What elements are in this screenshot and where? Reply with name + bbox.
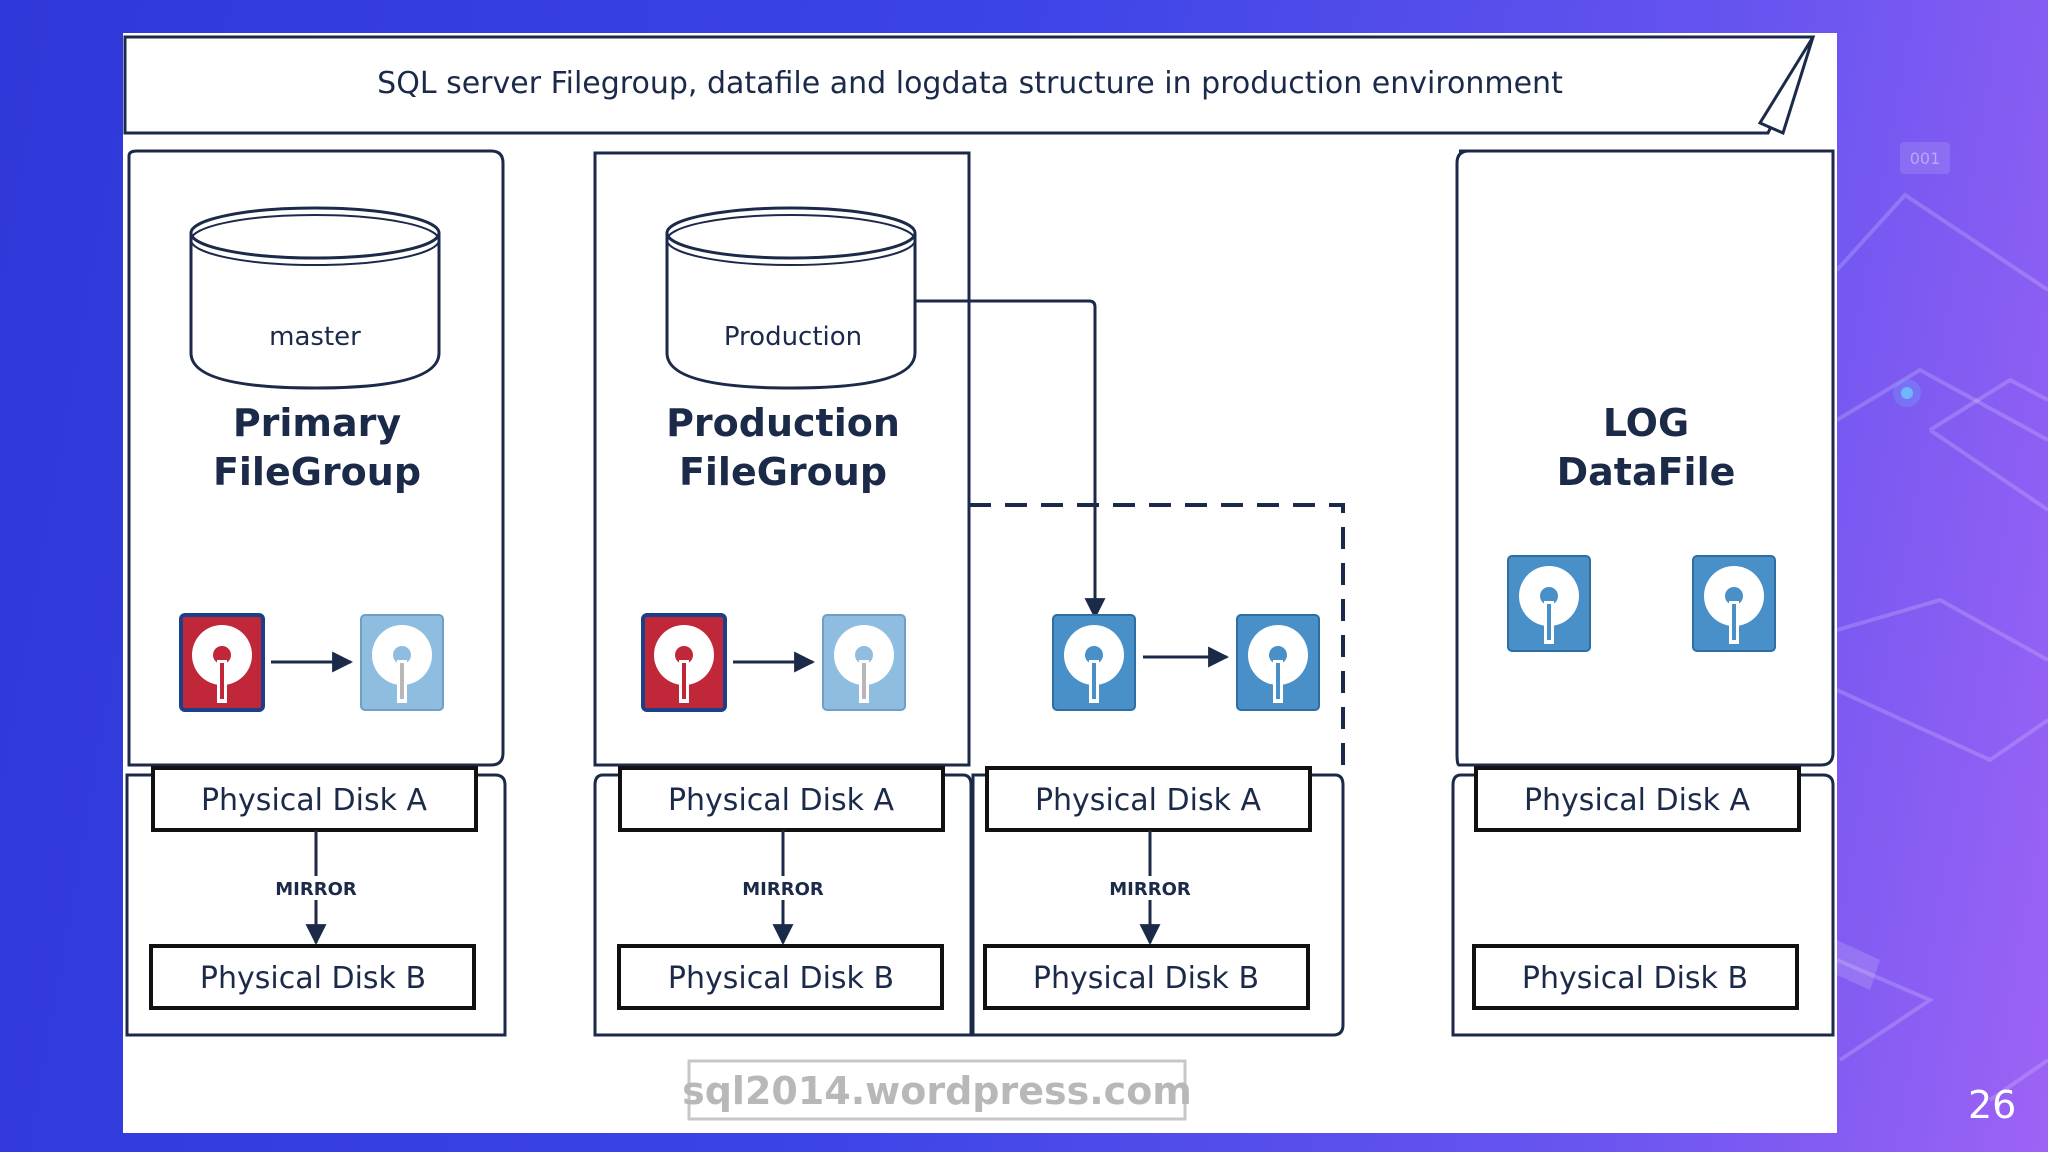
diagram-panel: SQL server Filegroup, datafile and logda… (123, 33, 1837, 1133)
log-title-line2: DataFile (1557, 450, 1736, 494)
physical-disk-b-box (149, 944, 476, 1010)
secondary-datafiles: Physical Disk A MIRROR Physical Disk B (915, 299, 1345, 1037)
physical-disk-b-label: Physical Disk B (1522, 961, 1748, 996)
physical-disk-b-label: Physical Disk B (1033, 961, 1259, 996)
svg-text:001: 001 (1910, 149, 1941, 168)
hard-disk-red-icon (179, 613, 265, 712)
physical-disk-a-label: Physical Disk A (668, 783, 895, 818)
mirror-label: MIRROR (1109, 879, 1191, 900)
primary-filegroup: master Primary FileGroup Physical Disk A… (125, 149, 507, 1037)
primary-title-line2: FileGroup (213, 450, 421, 494)
physical-disk-b-label: Physical Disk B (668, 961, 894, 996)
physical-disk-b-box (983, 944, 1310, 1010)
physical-disk-a-box (1474, 766, 1801, 832)
log-title-line1: LOG (1603, 401, 1689, 445)
physical-disk-b-box (1472, 944, 1799, 1010)
physical-disk-b-box (617, 944, 944, 1010)
hard-disk-red-icon (641, 613, 727, 712)
mirror-label: MIRROR (742, 879, 824, 900)
physical-disk-a-box (985, 766, 1312, 832)
physical-disk-a-label: Physical Disk A (1524, 783, 1751, 818)
physical-disk-a-label: Physical Disk A (201, 783, 428, 818)
physical-disk-a-label: Physical Disk A (1035, 783, 1262, 818)
slide-number: 26 (1968, 1083, 2017, 1127)
production-db-label: Production (724, 322, 862, 352)
log-datafile: LOG DataFile Physical Disk A Physical Di… (1451, 149, 1835, 1037)
diagram-title: SQL server Filegroup, datafile and logda… (377, 66, 1563, 101)
production-filegroup: Production Production FileGroup Physical… (593, 151, 973, 1037)
hard-disk-icon (1692, 555, 1776, 652)
physical-disk-a-box (618, 766, 945, 832)
mirror-label: MIRROR (275, 879, 357, 900)
hard-disk-icon (360, 614, 444, 711)
master-db-label: master (269, 322, 361, 352)
watermark-text: sql2014.wordpress.com (682, 1069, 1192, 1113)
filegroup-diagram: SQL server Filegroup, datafile and logda… (123, 35, 1835, 1121)
watermark: sql2014.wordpress.com (682, 1059, 1192, 1121)
master-database-icon (189, 206, 441, 390)
title-banner: SQL server Filegroup, datafile and logda… (123, 35, 1816, 136)
hard-disk-icon (1507, 555, 1591, 652)
hard-disk-icon (1052, 614, 1136, 711)
hard-disk-icon (822, 614, 906, 711)
physical-disk-a-box (151, 766, 478, 832)
physical-disk-b-label: Physical Disk B (200, 961, 426, 996)
production-title-line2: FileGroup (679, 450, 887, 494)
production-title-line1: Production (666, 401, 900, 445)
production-database-icon (665, 206, 917, 390)
hard-disk-icon (1236, 614, 1320, 711)
primary-title-line1: Primary (233, 401, 402, 445)
